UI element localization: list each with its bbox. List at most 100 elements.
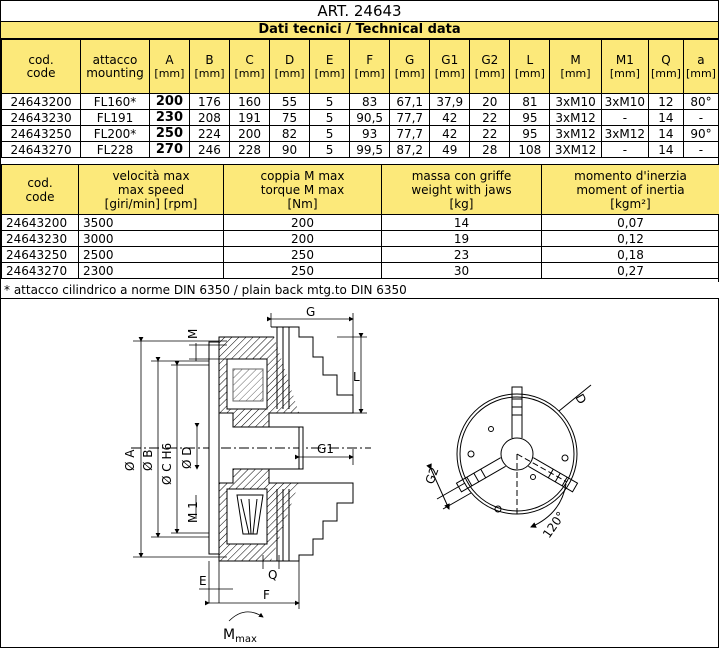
table-cell: 75 [269, 109, 311, 126]
header-line: [Nm] [287, 196, 318, 211]
table-cell: 3500 [78, 214, 224, 231]
header-line: weight with jaws [411, 182, 512, 197]
table-cell: 95 [509, 109, 551, 126]
dim-G2-label: G2 [423, 465, 442, 486]
table-cell: 5 [309, 109, 351, 126]
table-cell: 3xM12 [549, 109, 602, 126]
table-cell: 200 [148, 93, 190, 110]
header-line: velocità max [112, 168, 190, 183]
table-cell: 90° [682, 125, 719, 142]
table-cell: 200 [223, 230, 382, 247]
technical-drawing: Ø A Ø B Ø C H6 Ø D M M 1 G L G1 Q E F Mm… [1, 299, 719, 647]
table-cell: 24643250 [1, 246, 79, 263]
table-cell: 5 [309, 93, 351, 110]
table-cell: 224 [188, 125, 231, 142]
table-cell: - [682, 109, 719, 126]
header-unit: [mm] [609, 66, 640, 80]
table-cell: 250 [223, 262, 382, 279]
article-title: ART. 24643 [1, 1, 718, 22]
table-cell: 5 [309, 125, 351, 142]
dim-G1-label: G1 [317, 442, 334, 456]
table-cell: 20 [469, 93, 511, 110]
header-line: momento d'inerzia [574, 168, 687, 183]
table-cell: 200 [228, 125, 271, 142]
tech-header-cell: cod.code [0, 39, 82, 94]
table-cell: 250 [223, 246, 382, 263]
header-line: massa con griffe [411, 168, 512, 183]
front-view [426, 384, 592, 528]
table-cell: 14 [647, 109, 684, 126]
table-cell: 200 [223, 214, 382, 231]
table-cell: FL200* [80, 125, 150, 142]
header-line-1: M [570, 52, 581, 67]
table-cell: 90 [269, 141, 311, 158]
table-cell: 160 [228, 93, 271, 110]
tech-header-cell: E[mm] [309, 39, 351, 94]
header-unit: [mm] [314, 66, 345, 80]
table-cell: 93 [349, 125, 391, 142]
technical-data-heading: Dati tecnici / Technical data [1, 22, 718, 39]
header-line: coppia M max [260, 168, 345, 183]
table-cell: 3xM10 [549, 93, 602, 110]
table-cell: 24643200 [0, 93, 82, 110]
tech-header-cell: G2[mm] [469, 39, 511, 94]
table-cell: 12 [647, 93, 684, 110]
table-cell: 82 [269, 125, 311, 142]
dim-D-label: Ø D [180, 447, 194, 470]
table-cell: 22 [469, 109, 511, 126]
table-cell: 24643270 [1, 262, 79, 279]
header-line-1: A [165, 52, 174, 67]
tech-header-cell: C[mm] [228, 39, 271, 94]
table-cell: 246 [188, 141, 231, 158]
header-line: cod. [27, 175, 53, 190]
table-cell: 191 [228, 109, 271, 126]
perf-header-cell: cod.code [1, 164, 79, 215]
table-cell: 67,1 [389, 93, 431, 110]
header-line-1: F [366, 52, 374, 67]
dim-M1-label: M 1 [186, 501, 200, 523]
table-cell: 95 [509, 125, 551, 142]
header-line: [kgm²] [610, 196, 651, 211]
tech-header-cell: A[mm] [148, 39, 190, 94]
tech-header-cell: F[mm] [349, 39, 391, 94]
header-line-1: D [284, 52, 295, 67]
table-cell: 230 [148, 109, 190, 126]
header-line-2: code [26, 65, 56, 80]
header-unit: [mm] [474, 66, 505, 80]
header-line-1: B [205, 52, 214, 67]
table-cell: 14 [647, 125, 684, 142]
jaw-slot-left [455, 457, 506, 493]
tech-header-cell: D[mm] [269, 39, 311, 94]
table-cell: 0,12 [541, 230, 719, 247]
footnote: * attacco cilindrico a norme DIN 6350 / … [1, 282, 719, 299]
header-line-1: attacco [92, 52, 138, 67]
table-cell: FL160* [80, 93, 150, 110]
header-line-1: a [697, 52, 705, 67]
table-cell: FL191 [80, 109, 150, 126]
table-cell: 108 [509, 141, 551, 158]
side-view-labels: Ø A Ø B Ø C H6 Ø D M M 1 G L G1 Q E F Mm… [123, 305, 360, 645]
table-cell: 37,9 [429, 93, 471, 110]
header-unit: [mm] [234, 66, 265, 80]
header-unit: [mm] [685, 66, 716, 80]
table-cell: 42 [429, 109, 471, 126]
tech-header-cell: G[mm] [389, 39, 431, 94]
table-cell: 28 [469, 141, 511, 158]
header-unit: [mm] [154, 66, 185, 80]
dim-B-label: Ø B [141, 450, 155, 472]
table-cell: 81 [509, 93, 551, 110]
header-line: code [25, 189, 55, 204]
table-cell: 24643230 [0, 109, 82, 126]
table-cell: 3XM12 [549, 141, 602, 158]
table-cell: 176 [188, 93, 231, 110]
table-cell: 250 [148, 125, 190, 142]
table-cell: 0,07 [541, 214, 719, 231]
dim-M-label: M [186, 329, 200, 339]
